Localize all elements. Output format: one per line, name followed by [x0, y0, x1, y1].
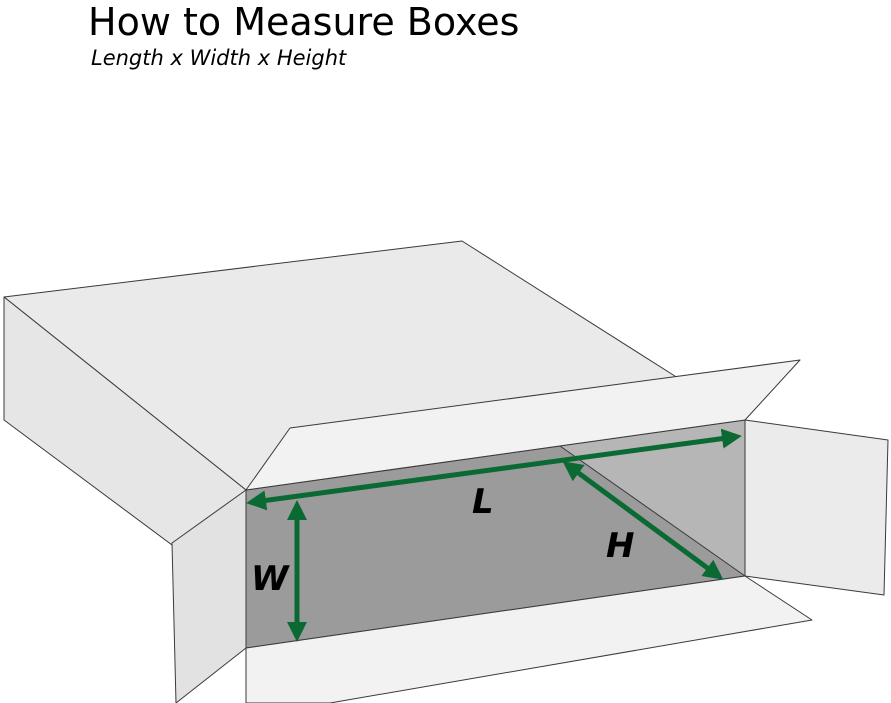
- page-title: How to Measure Boxes: [88, 0, 520, 44]
- box-left-flap: [171, 489, 247, 703]
- length-arrow: [246, 428, 742, 511]
- box-right-flap: [744, 419, 889, 596]
- height-label: H: [606, 526, 634, 566]
- box-bottom-flap: [245, 575, 813, 703]
- width-label: W: [251, 559, 290, 599]
- height-arrow: [562, 461, 724, 580]
- page-subtitle: Length x Width x Height: [91, 46, 347, 70]
- length-label: L: [472, 482, 494, 522]
